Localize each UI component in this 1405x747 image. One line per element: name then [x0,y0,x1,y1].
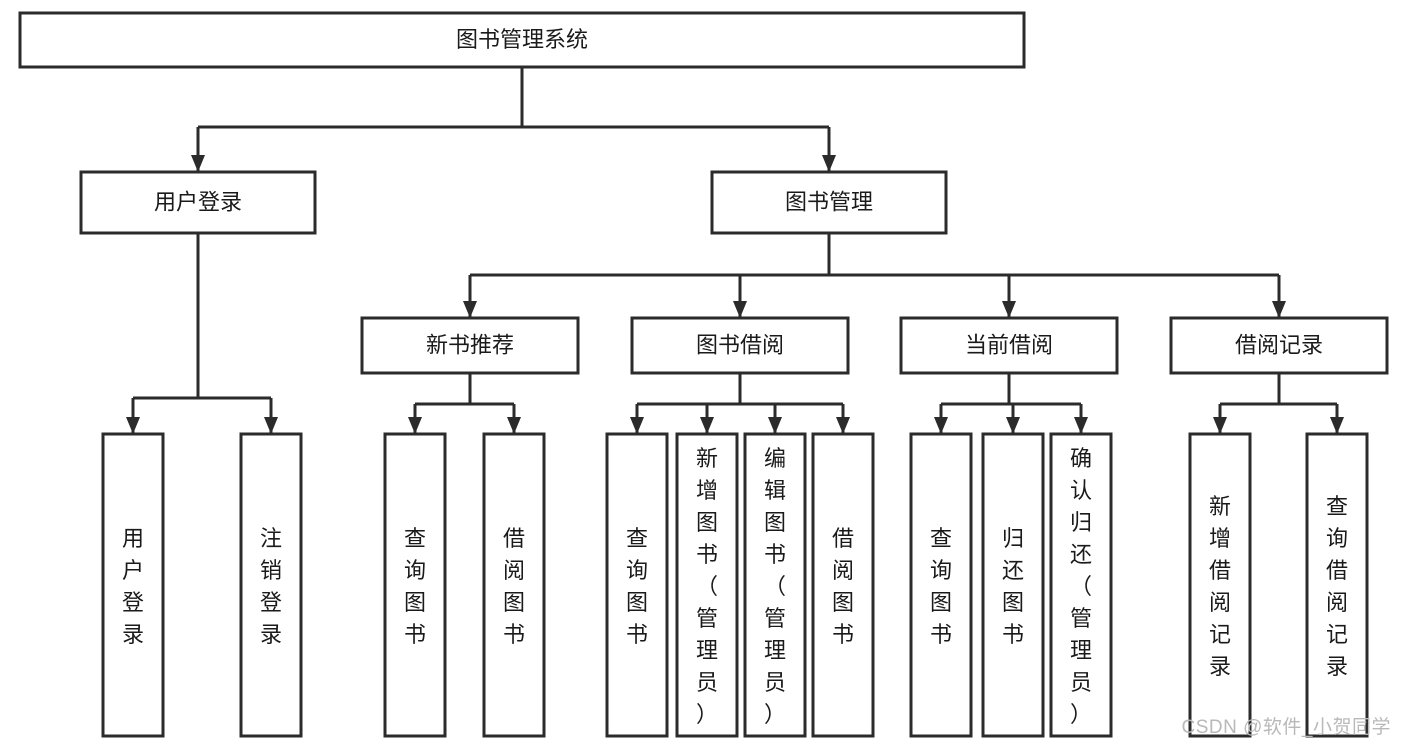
node-label-leaf-borrow-book-rec: 借阅图书 [503,526,525,647]
node-box-user-login[interactable] [79,170,317,235]
arrow-head-icon [1213,417,1227,434]
arrow-head-icon [507,417,521,434]
node-box-book-management[interactable] [710,170,948,235]
arrow-head-icon [768,417,782,434]
edge-group-root [191,67,836,172]
arrow-head-icon [1006,417,1020,434]
edge-group-new-book-recommend [408,373,521,434]
node-leaf-query-book-rec[interactable]: 查询图书 [383,432,447,738]
node-box-new-book-recommend[interactable] [360,316,580,375]
node-leaf-add-book[interactable]: 新增图书（管理员） [675,432,739,738]
node-label-leaf-query-book-borrow: 查询图书 [626,526,648,647]
node-box-leaf-return-book[interactable] [981,432,1045,738]
arrow-head-icon [408,417,422,434]
node-box-leaf-query-record[interactable] [1305,432,1369,738]
node-box-borrow-record[interactable] [1169,316,1389,375]
node-leaf-edit-book[interactable]: 编辑图书（管理员） [743,432,807,738]
edge-group-user-login [126,233,278,434]
arrow-head-icon [1272,301,1286,318]
node-box-leaf-user-logout[interactable] [239,432,303,738]
node-label-leaf-add-record: 新增借阅记录 [1209,494,1231,679]
node-user-login[interactable]: 用户登录 [79,170,317,235]
node-new-book-recommend[interactable]: 新书推荐 [360,316,580,375]
node-box-book-borrow[interactable] [630,316,850,375]
arrow-head-icon [733,301,747,318]
node-book-management[interactable]: 图书管理 [710,170,948,235]
node-label-new-book-recommend: 新书推荐 [426,332,514,357]
arrow-head-icon [264,417,278,434]
edges-layer [126,67,1344,434]
node-label-book-borrow: 图书借阅 [696,332,784,357]
nodes-layer: 图书管理系统用户登录图书管理新书推荐图书借阅当前借阅借阅记录用户登录注销登录查询… [18,11,1389,738]
node-leaf-add-record[interactable]: 新增借阅记录 [1188,432,1252,738]
node-box-leaf-query-book-cur[interactable] [909,432,973,738]
arrow-head-icon [700,417,714,434]
node-box-leaf-add-record[interactable] [1188,432,1252,738]
node-box-leaf-query-book-borrow[interactable] [605,432,669,738]
node-label-leaf-user-login: 用户登录 [122,526,144,647]
node-box-leaf-query-book-rec[interactable] [383,432,447,738]
node-label-leaf-edit-book: 编辑图书（管理员） [764,446,786,727]
node-label-leaf-user-logout: 注销登录 [260,526,282,647]
node-leaf-borrow-book[interactable]: 借阅图书 [811,432,875,738]
node-label-root: 图书管理系统 [456,27,588,52]
arrow-head-icon [1002,301,1016,318]
node-label-leaf-add-book: 新增图书（管理员） [696,446,718,727]
arrow-head-icon [1074,417,1088,434]
node-leaf-user-login[interactable]: 用户登录 [101,432,165,738]
node-box-leaf-add-book[interactable] [675,432,739,738]
node-leaf-query-record[interactable]: 查询借阅记录 [1305,432,1369,738]
node-label-user-login: 用户登录 [154,189,242,214]
node-leaf-confirm-return[interactable]: 确认归还（管理员） [1049,432,1113,738]
node-box-leaf-confirm-return[interactable] [1049,432,1113,738]
node-box-leaf-edit-book[interactable] [743,432,807,738]
edge-group-book-borrow [630,373,850,434]
edge-group-book-management [463,233,1286,318]
node-label-current-borrow: 当前借阅 [965,332,1053,357]
node-box-leaf-borrow-book-rec[interactable] [482,432,546,738]
node-label-leaf-query-record: 查询借阅记录 [1326,494,1348,679]
node-label-leaf-confirm-return: 确认归还（管理员） [1070,446,1092,727]
arrow-head-icon [1330,417,1344,434]
node-leaf-query-book-borrow[interactable]: 查询图书 [605,432,669,738]
node-box-leaf-user-login[interactable] [101,432,165,738]
node-label-leaf-borrow-book: 借阅图书 [832,526,854,647]
node-leaf-query-book-cur[interactable]: 查询图书 [909,432,973,738]
node-borrow-record[interactable]: 借阅记录 [1169,316,1389,375]
arrow-head-icon [126,417,140,434]
node-box-leaf-borrow-book[interactable] [811,432,875,738]
node-label-leaf-query-book-cur: 查询图书 [930,526,952,647]
arrow-head-icon [822,155,836,172]
arrow-head-icon [463,301,477,318]
node-current-borrow[interactable]: 当前借阅 [899,316,1119,375]
node-leaf-borrow-book-rec[interactable]: 借阅图书 [482,432,546,738]
watermark-label: CSDN @软件_小贺同学 [1181,717,1391,738]
node-label-leaf-return-book: 归还图书 [1002,526,1024,647]
arrow-head-icon [836,417,850,434]
node-label-book-management: 图书管理 [785,189,873,214]
arrow-head-icon [630,417,644,434]
edge-group-current-borrow [934,373,1088,434]
node-box-root[interactable] [18,11,1026,69]
node-root[interactable]: 图书管理系统 [18,11,1026,69]
node-label-leaf-query-book-rec: 查询图书 [404,526,426,647]
arrow-head-icon [934,417,948,434]
edge-group-borrow-record [1213,373,1344,434]
node-leaf-return-book[interactable]: 归还图书 [981,432,1045,738]
node-book-borrow[interactable]: 图书借阅 [630,316,850,375]
arrow-head-icon [191,155,205,172]
node-label-borrow-record: 借阅记录 [1235,332,1323,357]
node-box-current-borrow[interactable] [899,316,1119,375]
node-leaf-user-logout[interactable]: 注销登录 [239,432,303,738]
